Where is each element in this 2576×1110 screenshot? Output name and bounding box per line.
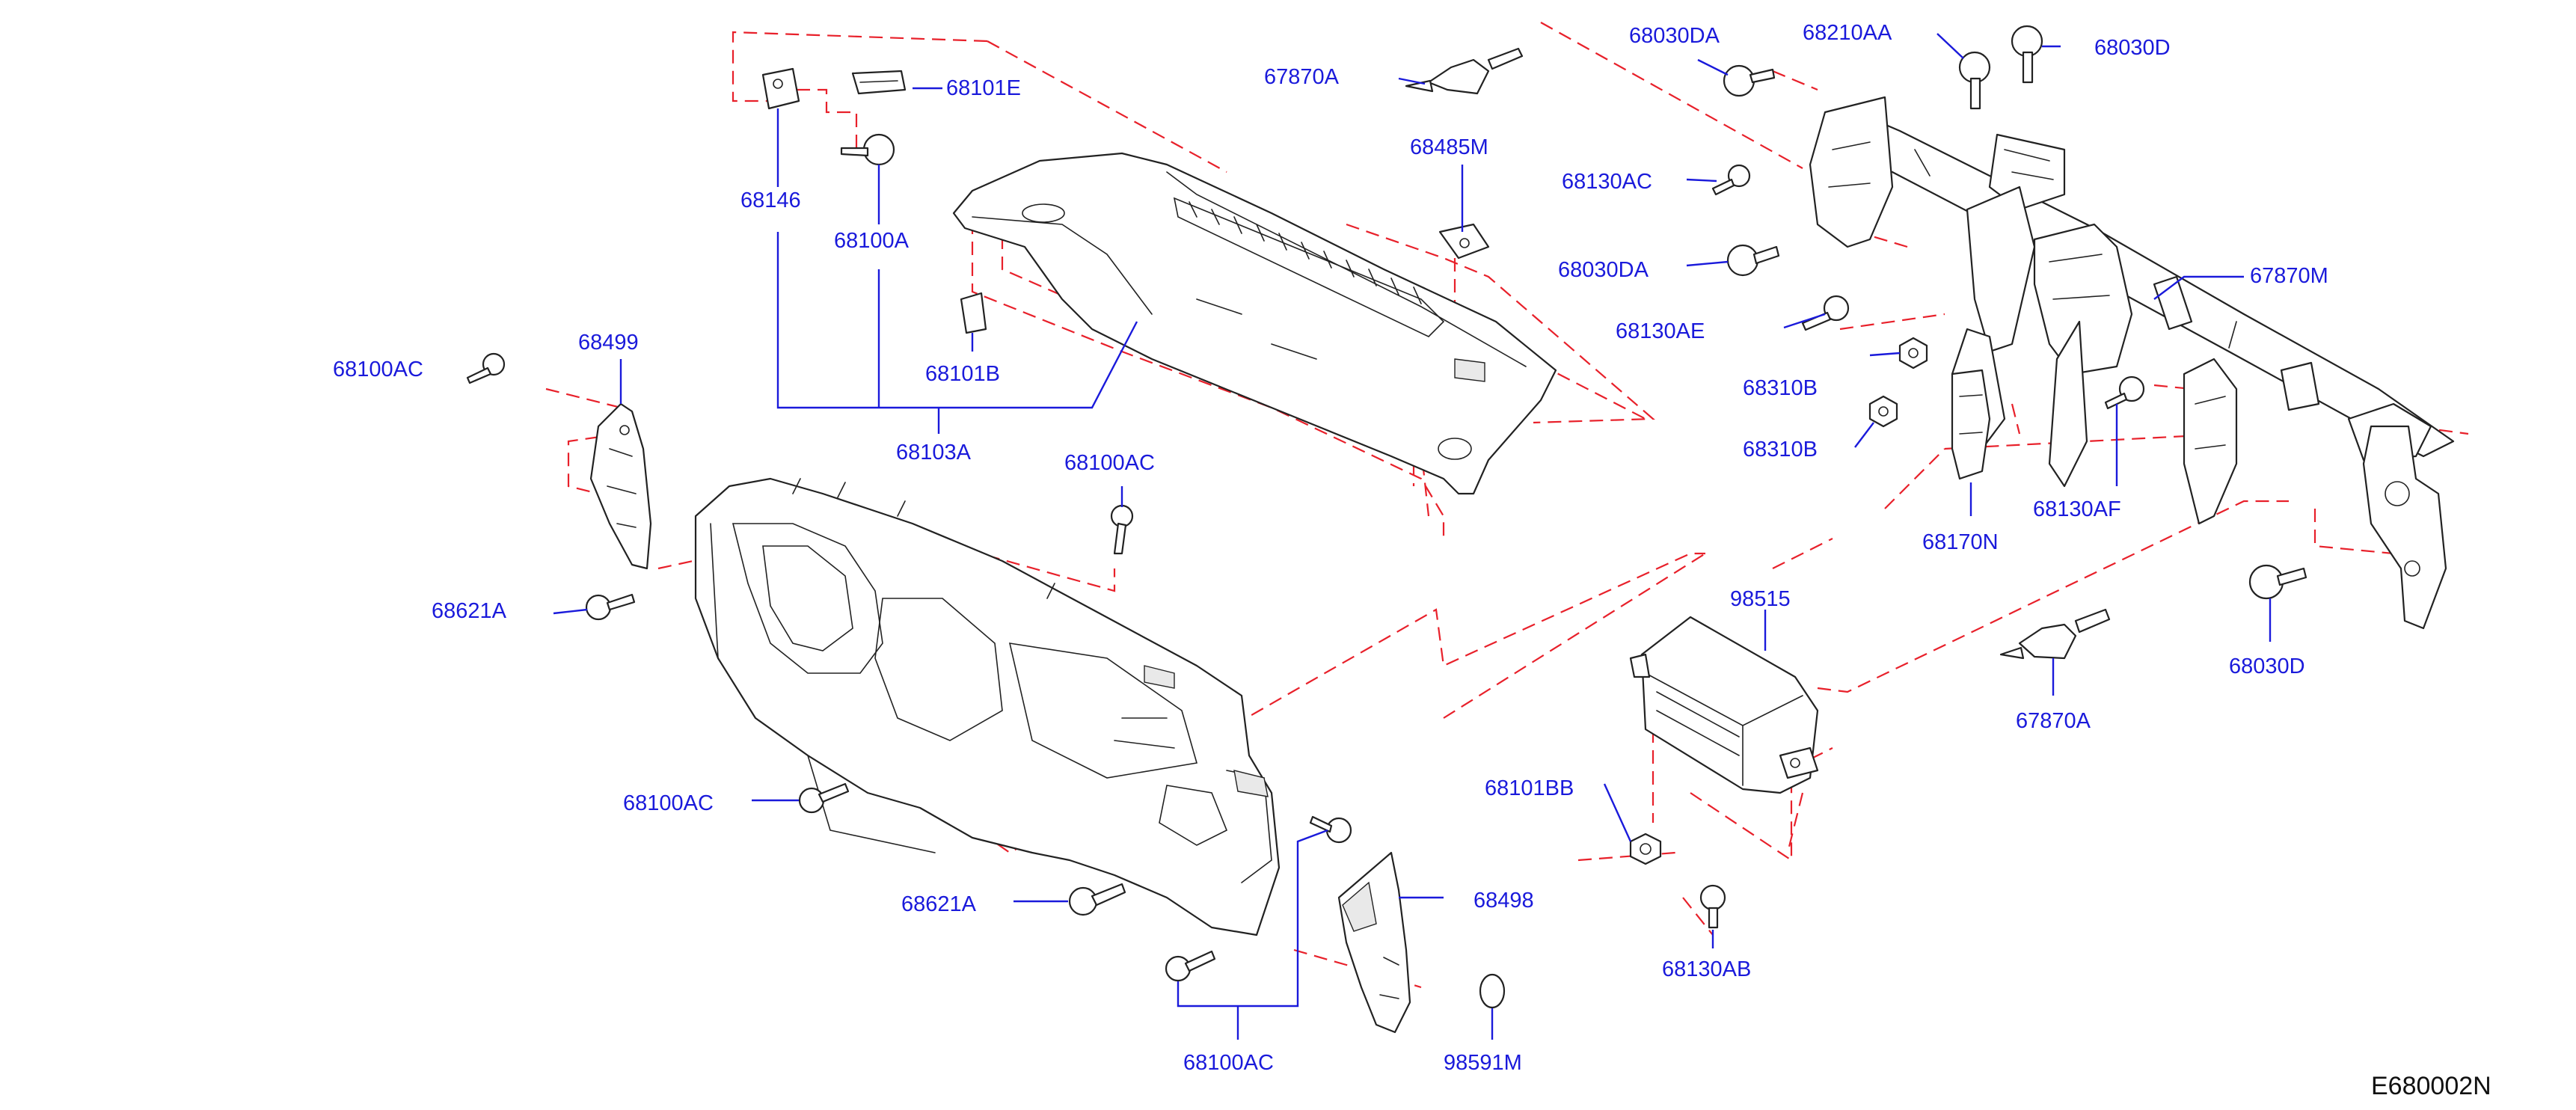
bracket-68170N: [1951, 369, 1991, 480]
bolt-67870A-right: [1999, 608, 2111, 660]
clip-68101B: [960, 292, 987, 334]
part-label-68101B[interactable]: 68101B: [925, 362, 1000, 386]
part-label-68100AC-lower[interactable]: 68100AC: [623, 791, 714, 815]
part-label-68103A[interactable]: 68103A: [896, 441, 972, 464]
part-label-98515[interactable]: 98515: [1730, 587, 1791, 611]
part-label-68100AC-mid[interactable]: 68100AC: [1064, 451, 1155, 475]
diagram-code: E680002N: [2371, 1072, 2491, 1100]
instrument-panel-upper-pad: [952, 152, 1557, 495]
part-label-68170N[interactable]: 68170N: [1922, 530, 1999, 554]
part-label-68101BB[interactable]: 68101BB: [1485, 776, 1574, 800]
side-bracket-68499: [589, 402, 652, 570]
part-label-68030DA-mid[interactable]: 68030DA: [1558, 258, 1649, 282]
leader-lines: [553, 33, 2272, 1040]
screw-68130AC: [1711, 164, 1751, 196]
screw-68100AC-bottom-b: [1309, 815, 1352, 844]
bolt-68030DA-mid: [1726, 244, 1780, 277]
part-label-68498[interactable]: 68498: [1473, 889, 1534, 913]
part-label-68310B-b[interactable]: 68310B: [1743, 438, 1818, 462]
cap-98591M: [1479, 973, 1506, 1009]
part-label-68485M[interactable]: 68485M: [1410, 135, 1488, 159]
nut-68310B-a: [1898, 337, 1928, 370]
cap-68485M: [1438, 223, 1490, 260]
part-label-68030D-right[interactable]: 68030D: [2229, 654, 2305, 678]
bracket-68101E: [851, 70, 907, 95]
screw-68100AC-mid: [1110, 504, 1134, 555]
bolt-68030D-right: [2248, 564, 2307, 600]
bolt-68621A-lower: [1068, 883, 1126, 916]
part-label-68100AC-bottom[interactable]: 68100AC: [1183, 1051, 1274, 1075]
part-label-68100AC-left[interactable]: 68100AC: [333, 358, 423, 381]
screw-68130AE: [1801, 295, 1850, 331]
part-label-68101E[interactable]: 68101E: [946, 76, 1021, 100]
bolt-68030DA-top: [1723, 64, 1776, 97]
screw-68100AC-left: [466, 352, 506, 384]
side-cover-68498: [1337, 851, 1411, 1034]
part-label-68310B-a[interactable]: 68310B: [1743, 376, 1818, 400]
screw-68100A: [840, 133, 895, 166]
part-label-67870M[interactable]: 67870M: [2250, 264, 2328, 288]
nut-68101BB: [1629, 832, 1662, 865]
screw-68130AB: [1699, 884, 1726, 929]
screw-68100AC-bottom-a: [1165, 950, 1216, 982]
part-label-68030D-top[interactable]: 68030D: [2094, 36, 2171, 60]
part-label-68030DA-top[interactable]: 68030DA: [1629, 24, 1720, 48]
part-label-68100A[interactable]: 68100A: [834, 229, 910, 253]
part-label-68210AA[interactable]: 68210AA: [1803, 21, 1892, 45]
part-label-67870A-right[interactable]: 67870A: [2016, 709, 2091, 733]
part-label-68130AB[interactable]: 68130AB: [1662, 957, 1751, 981]
bolt-68030D-top: [2011, 25, 2043, 84]
part-label-68499[interactable]: 68499: [578, 331, 639, 355]
part-label-67870A-top[interactable]: 67870A: [1264, 65, 1340, 89]
screw-68100AC-lower: [798, 782, 850, 814]
bolt-68621A-left: [585, 593, 636, 621]
clip-68146: [761, 67, 800, 110]
part-label-98591M[interactable]: 98591M: [1444, 1051, 1522, 1075]
part-label-68621A-left[interactable]: 68621A: [432, 599, 507, 623]
part-label-68146[interactable]: 68146: [740, 188, 801, 212]
instrument-panel-lower: [694, 477, 1281, 936]
part-label-68130AF[interactable]: 68130AF: [2033, 497, 2121, 521]
screw-68130AF: [2104, 375, 2145, 410]
part-label-68621A-lower[interactable]: 68621A: [901, 892, 977, 916]
part-number-labels: 68101E 68146 68100A 67870A 68485M 68101B…: [333, 21, 2328, 1075]
airbag-module-98515: [1629, 616, 1819, 794]
part-label-68130AE[interactable]: 68130AE: [1616, 319, 1705, 343]
part-label-68130AC[interactable]: 68130AC: [1562, 170, 1652, 194]
steering-member-67870M: [1809, 96, 2455, 630]
nut-68310B-b: [1868, 395, 1898, 428]
bolt-68210AA: [1958, 51, 1991, 110]
bolt-67870A-top: [1405, 47, 1524, 95]
